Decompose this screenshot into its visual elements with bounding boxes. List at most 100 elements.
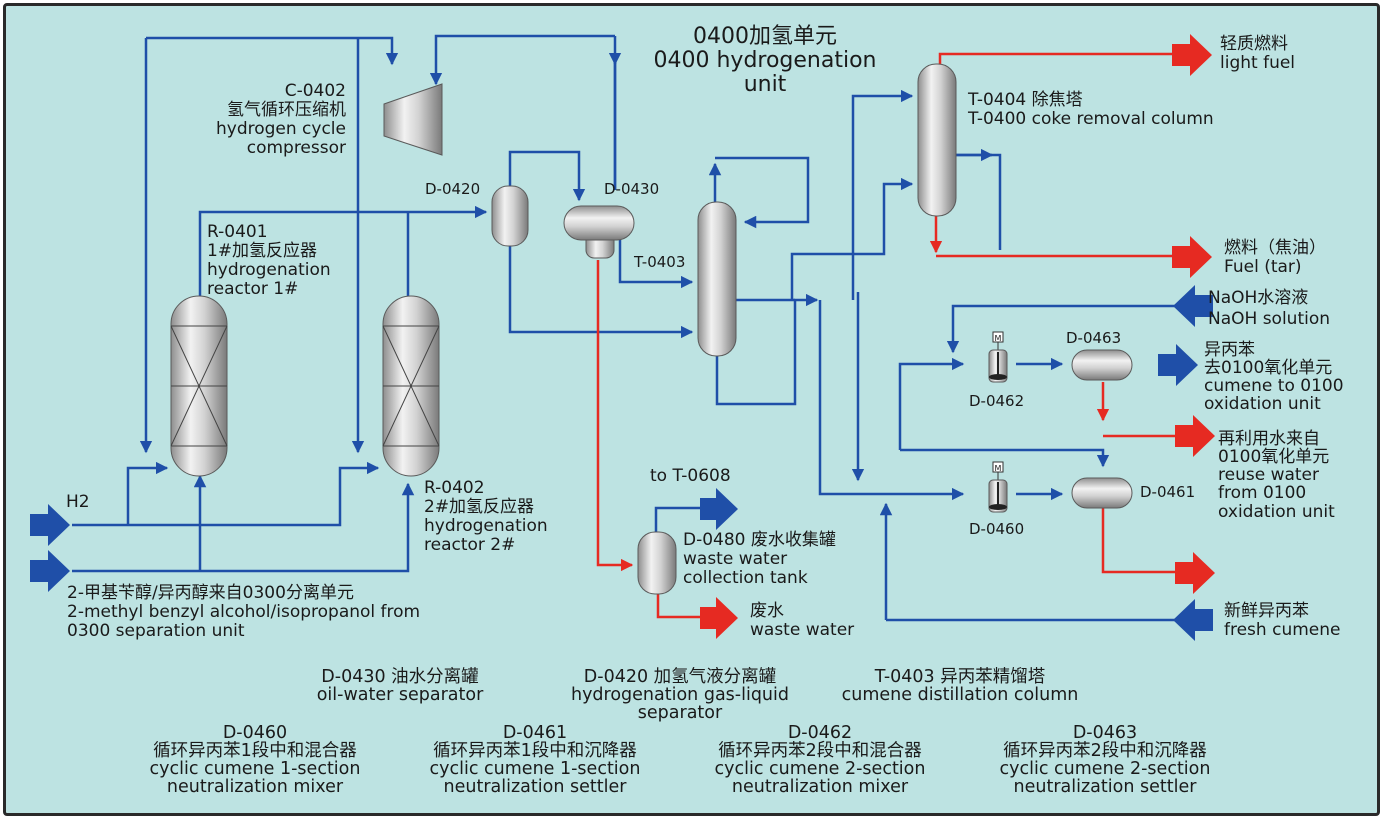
settler-d0461	[1071, 477, 1133, 509]
h2-inlet-arrow	[30, 504, 70, 546]
legend-d0460-l1: D-0460	[222, 723, 288, 743]
stream-arrows	[30, 34, 1215, 641]
naoh-en: NaOH solution	[1208, 309, 1331, 329]
feed-en-2: 0300 separation unit	[67, 621, 245, 641]
legend-d0461-l3: cyclic cumene 1-section	[429, 759, 641, 779]
water-lines	[596, 52, 1175, 619]
reuse-water-arrow	[1175, 415, 1215, 457]
fresh-cumene-en: fresh cumene	[1224, 620, 1341, 640]
legend-d0463-l1: D-0463	[1072, 723, 1138, 743]
r0402-en-1: hydrogenation	[424, 516, 548, 536]
reactor-r0402	[382, 295, 440, 477]
t0404-line-1: T-0404 除焦塔	[968, 90, 1083, 110]
vessel-d0480	[637, 531, 677, 595]
r0401-en-1: hydrogenation	[207, 260, 331, 280]
c0402-zh: 氢气循环压缩机	[227, 100, 346, 120]
legend-d0461-l1: D-0461	[502, 723, 568, 743]
feed-en-1: 2-methyl benzyl alcohol/isopropanol from	[67, 602, 421, 622]
d0420-tag: D-0420	[425, 180, 481, 198]
legend-d0463-l4: neutralization settler	[1013, 777, 1197, 797]
legend-d0463-l3: cyclic cumene 2-section	[999, 759, 1211, 779]
mixer-d0460-mark: M	[995, 464, 1002, 473]
r0402-en-2: reactor 2#	[424, 535, 516, 555]
water-out-arrow	[1175, 552, 1215, 594]
waste-water-zh: 废水	[750, 601, 784, 621]
t0403-tag: T-0403	[634, 253, 686, 271]
legend-d0460-l3: cyclic cumene 1-section	[149, 759, 361, 779]
reuse-water-en-2: from 0100	[1218, 483, 1307, 503]
waste-water-arrow	[700, 597, 738, 639]
h2-label: H2	[66, 492, 90, 512]
vessel-d0420	[491, 185, 529, 247]
legend-d0462-l2: 循环异丙苯2段中和混合器	[718, 741, 922, 761]
d0460-tag: D-0460	[969, 520, 1025, 538]
d0463-tag: D-0463	[1066, 329, 1122, 347]
title-en-1: 0400 hydrogenation	[653, 48, 877, 73]
fresh-cumene-arrow	[1173, 599, 1213, 641]
diagram-frame	[3, 3, 1380, 816]
reuse-water-zh-2: 0100氧化单元	[1218, 447, 1330, 467]
light-fuel-en: light fuel	[1220, 53, 1296, 73]
r0401-tag: R-0401	[207, 222, 268, 242]
mixer-d0462	[988, 331, 1008, 383]
naoh-inlet-arrow	[1173, 285, 1213, 327]
legend-t0403-l2: cumene distillation column	[841, 685, 1079, 705]
d0461-tag: D-0461	[1140, 483, 1196, 501]
d0430-tag: D-0430	[604, 180, 660, 198]
reuse-water-en-1: reuse water	[1218, 465, 1320, 485]
c0402-en-2: compressor	[246, 138, 346, 158]
legend-d0420-l1: D-0420 加氢气液分离罐	[583, 667, 777, 687]
d0462-tag: D-0462	[969, 392, 1025, 410]
legend-d0430-l2: oil-water separator	[316, 685, 484, 705]
to-t0608-arrow	[700, 488, 738, 530]
column-t0403	[697, 201, 737, 357]
r0402-zh: 2#加氢反应器	[424, 497, 535, 517]
mixer-d0460	[988, 461, 1008, 513]
legend-d0461-l2: 循环异丙苯1段中和沉降器	[433, 741, 637, 761]
title-en-2: unit	[743, 72, 787, 97]
column-t0404	[917, 63, 957, 217]
cumene-out-zh-2: 去0100氧化单元	[1204, 358, 1333, 378]
fresh-cumene-zh: 新鲜异丙苯	[1224, 601, 1309, 621]
reuse-water-en-3: oxidation unit	[1218, 502, 1335, 522]
light-fuel-zh: 轻质燃料	[1220, 34, 1288, 54]
d0480-line-3: collection tank	[683, 568, 808, 588]
vessel-d0430	[563, 205, 635, 259]
legend-d0462-l1: D-0462	[787, 723, 853, 743]
cumene-out-arrow	[1158, 344, 1198, 386]
legend-d0461-l4: neutralization settler	[443, 777, 627, 797]
legend-d0420-l3: separator	[637, 703, 723, 723]
d0480-line-1: D-0480 废水收集罐	[683, 530, 836, 550]
process-lines	[72, 34, 1185, 622]
r0401-zh: 1#加氢反应器	[207, 241, 318, 261]
settler-d0463	[1071, 349, 1133, 381]
legend-d0462-l4: neutralization mixer	[731, 777, 909, 797]
r0401-en-2: reactor 1#	[207, 279, 299, 299]
reuse-water-zh-1: 再利用水来自	[1218, 429, 1320, 449]
r0402-tag: R-0402	[424, 478, 485, 498]
legend-t0403-l1: T-0403 异丙苯精馏塔	[874, 667, 1046, 687]
feed-zh: 2-甲基苄醇/异丙醇来自0300分离单元	[67, 583, 354, 603]
fuel-tar-en: Fuel (tar)	[1224, 257, 1302, 277]
light-fuel-arrow	[1172, 34, 1212, 76]
cumene-out-en-2: oxidation unit	[1204, 394, 1321, 414]
waste-water-en: waste water	[750, 620, 855, 640]
legend-d0460-l2: 循环异丙苯1段中和混合器	[153, 741, 357, 761]
c0402-en-1: hydrogen cycle	[215, 119, 346, 139]
cumene-out-zh-1: 异丙苯	[1204, 340, 1255, 360]
legend-d0460-l4: neutralization mixer	[166, 777, 344, 797]
d0480-line-2: waste water	[683, 549, 788, 569]
fuel-tar-arrow	[1172, 236, 1212, 278]
mixer-d0462-mark: M	[995, 334, 1002, 343]
feed-inlet-arrow	[30, 550, 70, 592]
legend-d0462-l3: cyclic cumene 2-section	[714, 759, 926, 779]
fuel-tar-zh: 燃料（焦油）	[1224, 238, 1326, 258]
t0404-line-2: T-0400 coke removal column	[968, 109, 1214, 129]
equipment	[170, 63, 1133, 595]
cumene-out-en-1: cumene to 0100	[1204, 376, 1344, 396]
reactor-r0401	[170, 295, 228, 477]
legend-d0420-l2: hydrogenation gas-liquid	[570, 685, 789, 705]
legend-d0430-l1: D-0430 油水分离罐	[321, 667, 479, 687]
